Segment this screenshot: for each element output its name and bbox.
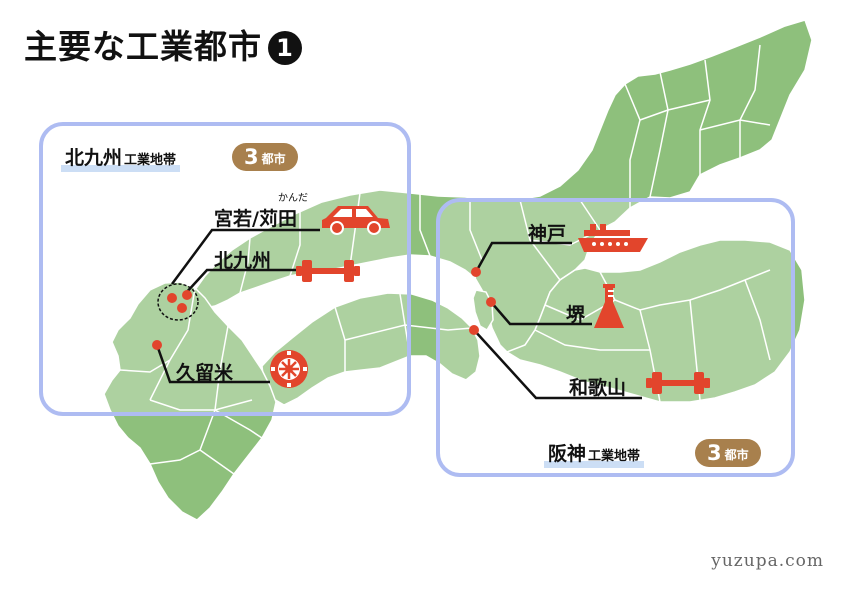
marker-miyawaka xyxy=(167,293,177,303)
city-label-kobe: 神戸 xyxy=(528,223,567,245)
flask-icon xyxy=(594,284,624,328)
hanshin-frame xyxy=(436,198,795,477)
hanshin-region-name: 阪神 xyxy=(548,443,587,465)
city-markers xyxy=(152,267,496,350)
dumbbell-icon xyxy=(296,260,360,282)
kitakyushu-region-title: 北九州工業地帯 xyxy=(61,143,181,172)
city-label-wakayama: 和歌山 xyxy=(569,377,627,399)
hanshin-region-title: 阪神工業地帯 xyxy=(544,439,645,468)
leader-lines xyxy=(155,228,642,400)
page-title-text: 主要な工業都市 xyxy=(24,27,262,66)
city-label-kurume: 久留米 xyxy=(176,362,234,384)
marker-sakai xyxy=(486,297,496,307)
city-label-kitakyushu: 北九州 xyxy=(214,250,272,272)
hanshin-count-unit: 都市 xyxy=(724,448,749,462)
miyawaka-kanda-outline xyxy=(157,283,199,321)
marker-kitakyushu xyxy=(182,290,192,300)
kitakyushu-count-number: 3 xyxy=(244,145,259,169)
title-number-badge: 1 xyxy=(268,31,302,65)
dumbbell-icon xyxy=(646,372,710,394)
city-label-sakai: 堺 xyxy=(566,304,586,326)
site-credit: yuzupa.com xyxy=(711,551,824,571)
kanda-ruby: かんだ xyxy=(278,193,308,204)
hanshin-count-number: 3 xyxy=(707,441,722,465)
marker-kurume xyxy=(152,340,162,350)
marker-kanda xyxy=(177,303,187,313)
hanshin-region-suffix: 工業地帯 xyxy=(588,449,641,464)
marker-kobe xyxy=(471,267,481,277)
prefecture-borders xyxy=(119,44,771,475)
kitakyushu-region-name: 北九州 xyxy=(65,147,123,169)
car-icon xyxy=(322,206,390,235)
tire-icon xyxy=(270,350,308,388)
shikoku-land xyxy=(261,292,481,406)
kitakyushu-region-suffix: 工業地帯 xyxy=(124,153,177,168)
kyushu-land xyxy=(103,281,277,521)
ship-icon xyxy=(578,224,648,252)
marker-wakayama xyxy=(469,325,479,335)
city-label-miyawaka-kanda: 宮若/苅田 xyxy=(214,208,297,230)
kitakyushu-count-unit: 都市 xyxy=(261,152,286,166)
kii-peninsula-land xyxy=(505,239,806,403)
